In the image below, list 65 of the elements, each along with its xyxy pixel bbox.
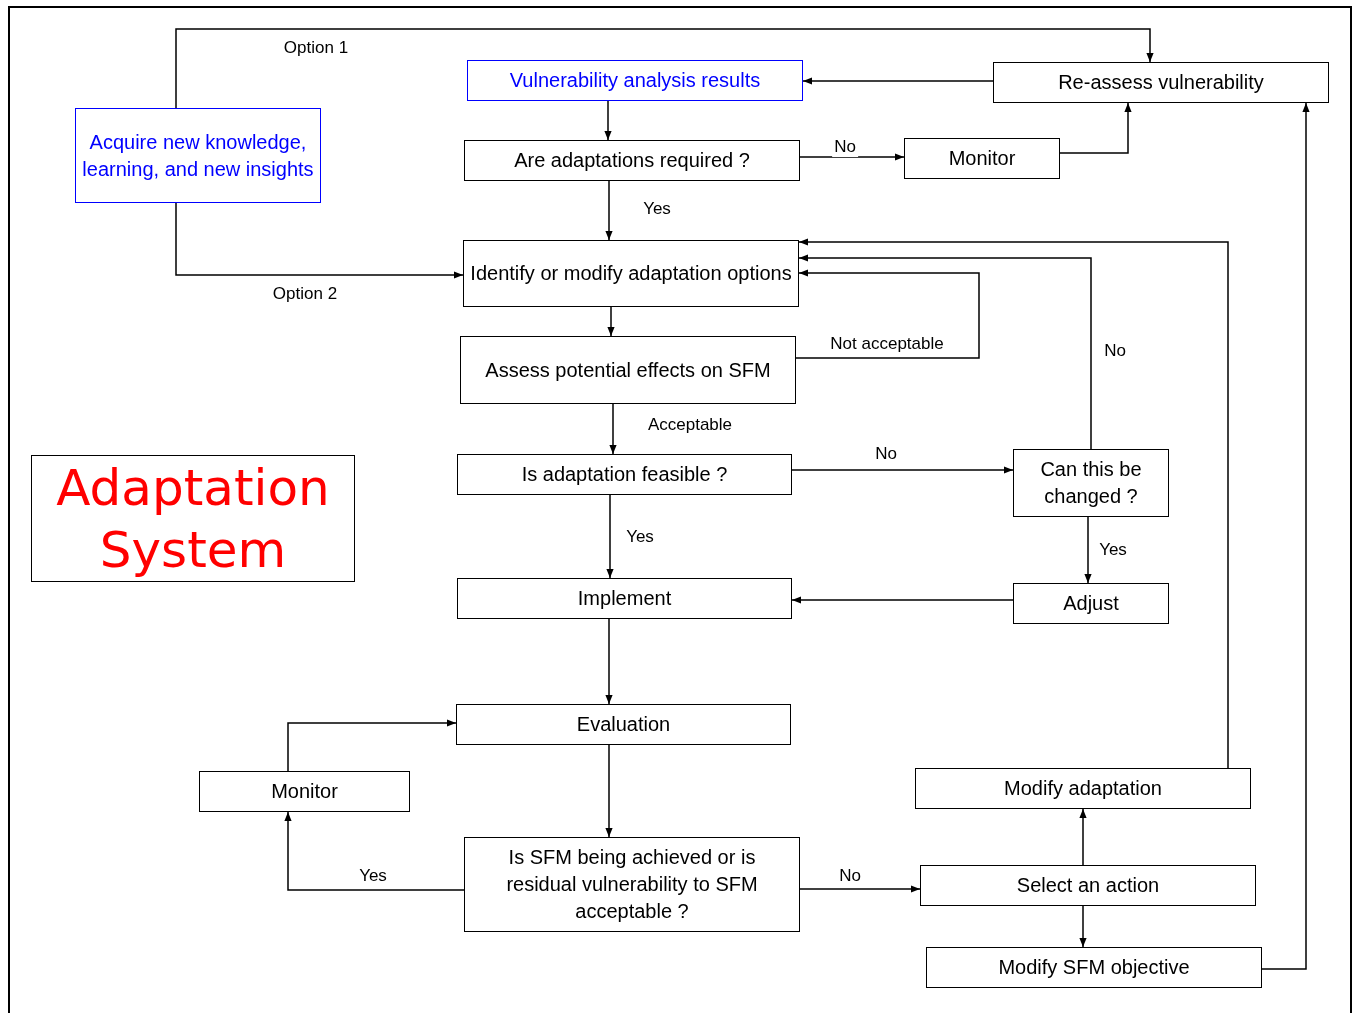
box-label: Identify or modify adaptation options bbox=[470, 261, 792, 286]
edge-label: Not acceptable bbox=[828, 334, 946, 354]
process-box bbox=[926, 947, 1262, 988]
arrow bbox=[605, 618, 613, 705]
process-box bbox=[199, 771, 410, 812]
arrow bbox=[1059, 102, 1132, 154]
arrow bbox=[284, 811, 465, 891]
box-label: Assess potential effects on SFM bbox=[485, 357, 771, 383]
process-box bbox=[457, 578, 792, 619]
title-box bbox=[31, 455, 355, 582]
arrow bbox=[1261, 102, 1310, 970]
edge-label: Option 1 bbox=[281, 38, 351, 58]
box-label: Monitor bbox=[948, 146, 1016, 171]
process-box bbox=[464, 140, 800, 181]
arrow bbox=[798, 254, 1092, 450]
box-label: Acquire new knowledge, learning, and new insights bbox=[82, 129, 314, 182]
arrow bbox=[802, 77, 994, 85]
box-label: Is SFM being achieved or is residual vulnerability to SFM acceptable ? bbox=[505, 845, 759, 924]
arrow bbox=[1079, 905, 1087, 948]
arrow bbox=[175, 202, 464, 279]
arrow bbox=[604, 100, 612, 141]
arrow bbox=[791, 596, 1014, 604]
arrow bbox=[605, 180, 613, 241]
process-box bbox=[463, 240, 799, 307]
arrow bbox=[609, 403, 617, 455]
arrow bbox=[607, 306, 615, 337]
edge-label: Option 2 bbox=[270, 284, 340, 304]
box-label: Evaluation bbox=[576, 712, 671, 737]
arrow bbox=[795, 269, 980, 359]
process-box bbox=[1013, 583, 1169, 624]
box-label: Monitor bbox=[271, 779, 338, 804]
arrow bbox=[1079, 808, 1087, 866]
arrow bbox=[605, 744, 613, 838]
process-box bbox=[904, 138, 1060, 179]
box-label: Are adaptations required ? bbox=[514, 148, 750, 173]
arrow bbox=[798, 238, 1229, 769]
process-box bbox=[456, 704, 791, 745]
box-label: Implement bbox=[577, 586, 672, 611]
process-box bbox=[75, 108, 321, 203]
process-box bbox=[920, 865, 1256, 906]
box-label: Modify SFM objective bbox=[998, 955, 1190, 980]
arrow bbox=[175, 28, 1154, 109]
box-label: Adjust bbox=[1063, 591, 1119, 616]
edge-label: No bbox=[832, 137, 858, 157]
arrow bbox=[1084, 516, 1092, 584]
process-box bbox=[467, 60, 803, 101]
process-box bbox=[460, 336, 796, 404]
box-label: Modify adaptation bbox=[1004, 776, 1162, 801]
process-box bbox=[457, 454, 792, 495]
process-box bbox=[993, 62, 1329, 103]
box-label: Vulnerability analysis results bbox=[509, 68, 761, 93]
box-label: Is adaptation feasible ? bbox=[521, 462, 728, 487]
process-box bbox=[915, 768, 1251, 809]
box-label: Can this be changed ? bbox=[1039, 457, 1143, 509]
arrow bbox=[799, 885, 921, 893]
arrow bbox=[287, 719, 457, 772]
title-text: Adaptation System bbox=[55, 457, 331, 581]
box-label: Select an action bbox=[1016, 873, 1160, 898]
edge-label: Acceptable bbox=[645, 415, 735, 435]
box-label: Re-assess vulnerability bbox=[1058, 70, 1264, 95]
arrow bbox=[799, 153, 905, 161]
arrow bbox=[791, 466, 1014, 474]
process-box bbox=[464, 837, 800, 932]
process-box bbox=[1013, 449, 1169, 517]
arrow bbox=[606, 494, 614, 579]
